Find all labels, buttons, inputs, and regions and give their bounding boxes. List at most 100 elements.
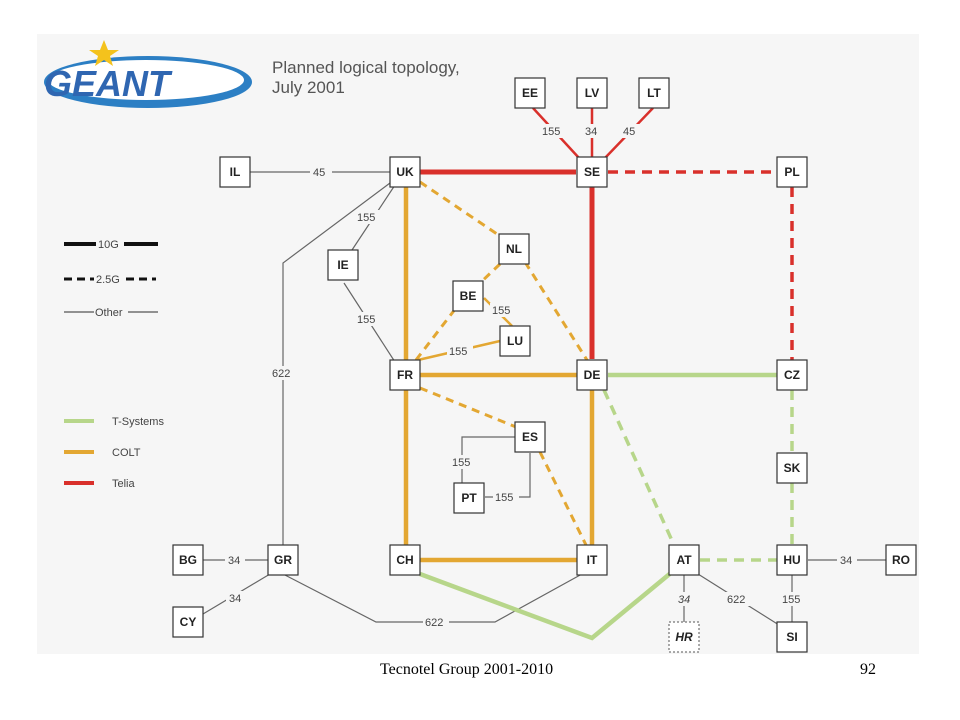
label-se-lt: 45 bbox=[623, 126, 635, 138]
label-bg bbox=[725, 592, 751, 606]
link-es-it bbox=[538, 451, 588, 546]
node-label: NL bbox=[506, 242, 522, 256]
label-gr-cy: 34 bbox=[229, 593, 241, 605]
node-si: SI bbox=[776, 621, 808, 653]
node-label: PL bbox=[784, 165, 799, 179]
node-label: CH bbox=[396, 553, 413, 567]
node-box bbox=[668, 544, 700, 576]
title-line-2: July 2001 bbox=[272, 78, 345, 97]
link-uk-nl bbox=[419, 180, 501, 238]
node-be: BE bbox=[452, 280, 484, 312]
node-box bbox=[498, 233, 530, 265]
link-fr-es bbox=[419, 386, 517, 429]
link-ch-at bbox=[419, 570, 674, 641]
node-box bbox=[776, 621, 808, 653]
node-box bbox=[576, 77, 608, 109]
node-box bbox=[172, 544, 204, 576]
link-nl-de bbox=[523, 261, 589, 361]
node-hu: HU bbox=[776, 544, 808, 576]
label-bg bbox=[225, 553, 245, 567]
legend-other-label: Other bbox=[95, 307, 123, 319]
node-box bbox=[776, 544, 808, 576]
label-bg bbox=[540, 124, 566, 138]
legend: 10G 2.5G Other T-Systems COLT Telia bbox=[64, 239, 164, 490]
node-label: GR bbox=[274, 553, 292, 567]
node-cz: CZ bbox=[776, 359, 808, 391]
node-label: HR bbox=[675, 630, 693, 644]
label-bg bbox=[837, 553, 857, 567]
label-gr-it: 622 bbox=[425, 617, 443, 629]
label-es-pt-a: 155 bbox=[452, 457, 470, 469]
legend-2-5g-label: 2.5G bbox=[96, 274, 120, 286]
label-se-ee: 155 bbox=[542, 126, 560, 138]
node-label: UK bbox=[396, 165, 414, 179]
node-label: CZ bbox=[784, 368, 800, 382]
label-bg bbox=[310, 165, 332, 179]
node-label: IT bbox=[587, 553, 598, 567]
page-number: 92 bbox=[860, 661, 876, 678]
label-bg bbox=[450, 455, 476, 469]
label-hu-ro: 34 bbox=[840, 555, 852, 567]
link-fr-be bbox=[414, 307, 458, 361]
node-box bbox=[638, 77, 670, 109]
node-label: SI bbox=[786, 630, 797, 644]
node-lu: LU bbox=[499, 325, 531, 357]
label-bg bbox=[675, 592, 695, 606]
node-label: SK bbox=[784, 461, 801, 475]
node-ie: IE bbox=[327, 249, 359, 281]
node-label: HU bbox=[783, 553, 800, 567]
node-box bbox=[452, 280, 484, 312]
footer-text: Tecnotel Group 2001-2010 bbox=[380, 661, 554, 678]
node-label: LT bbox=[647, 86, 661, 100]
node-box bbox=[576, 544, 608, 576]
node-label: LU bbox=[507, 334, 523, 348]
label-ie-fr: 155 bbox=[357, 314, 375, 326]
node-label: CY bbox=[180, 615, 197, 629]
star-icon bbox=[89, 40, 119, 66]
node-ch: CH bbox=[389, 544, 421, 576]
label-es-pt-b: 155 bbox=[495, 492, 513, 504]
label-se-lv: 34 bbox=[585, 126, 597, 138]
label-bg bbox=[621, 124, 641, 138]
label-at-si: 622 bbox=[727, 594, 745, 606]
node-label: PT bbox=[461, 491, 477, 505]
label-bg bbox=[493, 490, 519, 504]
node-box bbox=[576, 156, 608, 188]
node-ee: EE bbox=[514, 77, 546, 109]
node-es: ES bbox=[514, 421, 546, 453]
node-box bbox=[219, 156, 251, 188]
node-pl: PL bbox=[776, 156, 808, 188]
node-box bbox=[499, 325, 531, 357]
node-de: DE bbox=[576, 359, 608, 391]
node-label: SE bbox=[584, 165, 600, 179]
label-bg bbox=[226, 591, 246, 605]
diagram-title: Planned logical topology, July 2001 bbox=[272, 58, 460, 98]
label-bg bbox=[582, 124, 602, 138]
node-label: IE bbox=[337, 258, 348, 272]
label-bg bbox=[356, 312, 380, 326]
logo-swoosh-inner bbox=[48, 60, 244, 100]
node-label: BG bbox=[179, 553, 197, 567]
node-pt: PT bbox=[453, 482, 485, 514]
link-de-at bbox=[602, 389, 676, 546]
node-se: SE bbox=[576, 156, 608, 188]
node-uk: UK bbox=[389, 156, 421, 188]
node-label: FR bbox=[397, 368, 413, 382]
node-ro: RO bbox=[885, 544, 917, 576]
node-label: RO bbox=[892, 553, 910, 567]
node-label: BE bbox=[460, 289, 477, 303]
label-bg bbox=[423, 615, 449, 629]
node-box bbox=[776, 452, 808, 484]
node-box bbox=[776, 359, 808, 391]
label-be-lu: 155 bbox=[492, 305, 510, 317]
node-label: LV bbox=[585, 86, 599, 100]
node-box bbox=[172, 606, 204, 638]
label-il-uk: 45 bbox=[313, 167, 325, 179]
node-box bbox=[885, 544, 917, 576]
node-gr: GR bbox=[267, 544, 299, 576]
node-cy: CY bbox=[172, 606, 204, 638]
legend-10g-label: 10G bbox=[98, 239, 119, 251]
node-at: AT bbox=[668, 544, 700, 576]
label-gr-uk: 622 bbox=[272, 368, 290, 380]
